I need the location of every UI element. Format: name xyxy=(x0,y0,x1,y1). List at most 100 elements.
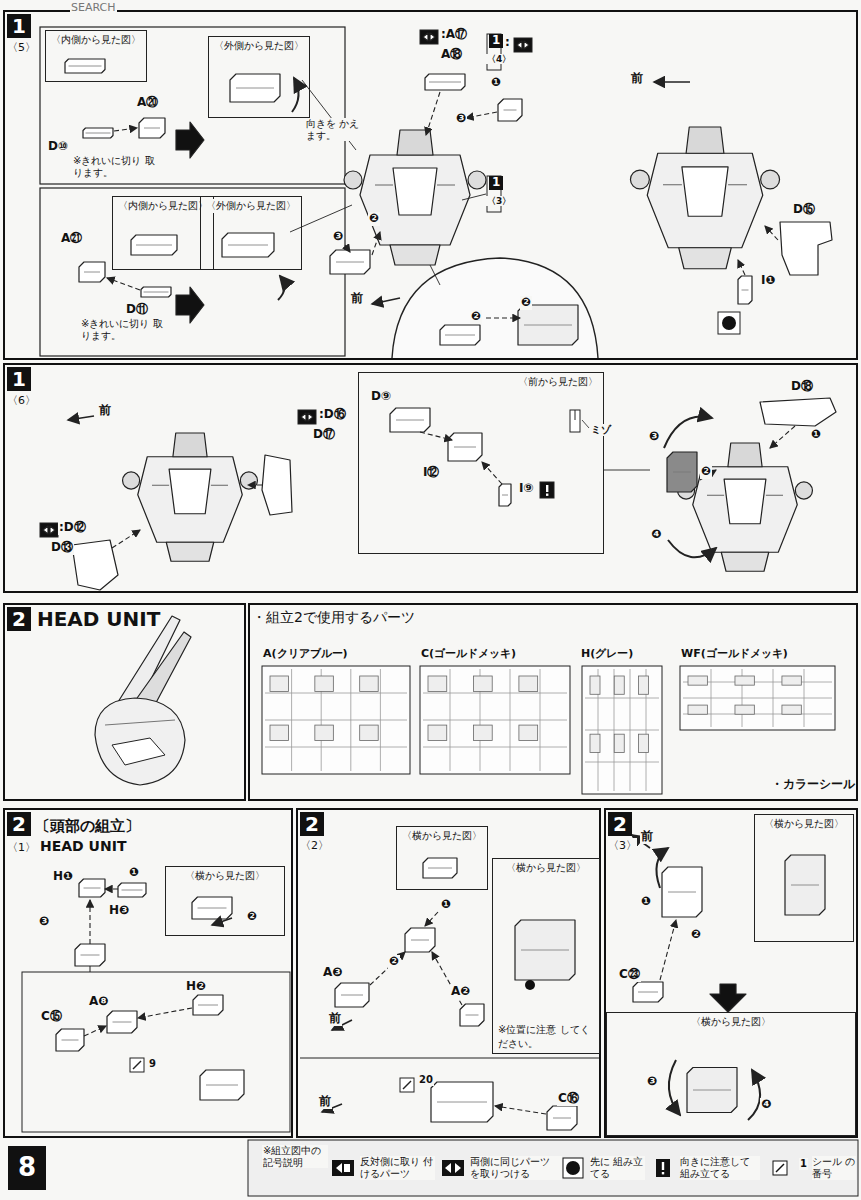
sticker-pen xyxy=(403,1081,411,1089)
dashed-arrow xyxy=(738,260,745,275)
part-illustration xyxy=(72,540,118,590)
sprue-frame xyxy=(582,666,662,794)
sprue-runner xyxy=(585,730,659,731)
legend-text: 両側に同じパーツ を取りつける xyxy=(470,1156,562,1180)
callout-label: ❶ xyxy=(640,895,652,909)
callout-label: D⑮ xyxy=(792,203,816,217)
part-detail xyxy=(553,1118,571,1119)
waist-illustration xyxy=(721,552,769,571)
part-detail xyxy=(742,290,749,291)
callout-label: ❸ xyxy=(455,112,467,126)
waist-illustration xyxy=(679,248,732,269)
chest-detail xyxy=(724,479,766,524)
head-illustration xyxy=(95,698,185,785)
separator-line xyxy=(300,1058,600,1059)
vent-line xyxy=(663,184,682,185)
view-box: 〈内側から見た図〉 xyxy=(45,30,147,82)
part-illustration xyxy=(79,262,105,282)
part-detail xyxy=(62,1040,79,1041)
callout-label: ❸ xyxy=(332,230,344,244)
pre-assembly-symbol xyxy=(718,312,740,334)
part-illustration xyxy=(56,1029,84,1051)
node-heading: 2 xyxy=(7,812,31,836)
view-box: 〈横から見た図〉※位置に注意 してください。 xyxy=(492,858,600,1054)
callout-label: :D⑫ xyxy=(58,521,87,535)
page-number-block xyxy=(8,1146,46,1190)
callout-label: ❶ xyxy=(490,76,502,90)
callout-label: ❶ xyxy=(440,898,452,912)
part-illustration xyxy=(687,1068,737,1113)
sprue-part xyxy=(315,725,334,740)
view-box: 〈横から見た図〉 xyxy=(754,814,854,942)
legend-symbol xyxy=(330,1156,358,1180)
part-illustration xyxy=(431,1082,493,1122)
part-detail xyxy=(84,272,100,273)
sprue-part xyxy=(473,676,492,691)
sprue-frame xyxy=(680,666,835,730)
step-panel: 2〈3〉〈横から見た図〉〈横から見た図〉 xyxy=(604,808,858,1138)
torso-illustration xyxy=(138,457,243,543)
part-illustration xyxy=(499,484,511,506)
part-illustration xyxy=(141,287,171,297)
side-symbol-mark xyxy=(517,41,522,49)
sprue-part xyxy=(473,725,492,740)
part-illustration xyxy=(131,235,177,255)
dashed-arrow xyxy=(107,278,140,290)
sprue-runner xyxy=(380,669,381,771)
sprue-runner xyxy=(630,669,631,791)
view-box: 〈前から見た図〉 xyxy=(358,372,604,554)
part-illustration xyxy=(230,74,280,102)
neck-illustration xyxy=(397,130,433,155)
part-illustration xyxy=(667,452,697,492)
side-symbol-frame xyxy=(298,410,316,424)
sprue-runner xyxy=(423,720,567,721)
legend-text: 反対側に取り 付けるパーツ xyxy=(360,1156,435,1180)
zoom-inset xyxy=(392,258,598,358)
chest-detail xyxy=(169,469,211,514)
callout-label: 前 xyxy=(318,1095,332,1109)
vent-line xyxy=(152,485,169,486)
dashed-arrow xyxy=(370,952,405,985)
sprue-runner xyxy=(585,762,659,763)
callout-label: ※組立図中の 記号説明 xyxy=(262,1145,328,1168)
shoulder-joint xyxy=(630,170,649,189)
callout-label: ❸ xyxy=(38,915,50,929)
symbol-frame xyxy=(563,1158,583,1178)
callout-label: C㉓ xyxy=(618,968,641,982)
sprue-part xyxy=(688,705,707,714)
callout-label: A⑱ xyxy=(440,48,463,62)
sprue-part xyxy=(360,676,379,691)
sprue-part xyxy=(315,676,334,691)
sprue-runner xyxy=(265,720,407,721)
legend-symbol xyxy=(440,1156,468,1180)
dashed-arrow xyxy=(660,920,676,980)
dashed-arrow xyxy=(426,92,440,135)
node-text: ※位置に注意 してください。 xyxy=(498,1023,594,1051)
part-illustration xyxy=(498,99,522,121)
node-heading: 1 xyxy=(7,14,31,38)
callout-label: ❷ xyxy=(368,212,380,226)
part-illustration xyxy=(448,433,482,461)
legend-text: 向きに注意して 組み立てる xyxy=(680,1156,760,1180)
part-illustration xyxy=(440,325,480,345)
side-symbol-frame xyxy=(514,38,532,52)
node-heading: 〈横から見た図〉 xyxy=(401,829,483,843)
neck-illustration xyxy=(728,443,762,467)
sub-step-frame xyxy=(40,188,345,356)
sub-step-frame xyxy=(40,27,345,184)
callout-label: ミゾ xyxy=(590,424,612,436)
vent-line xyxy=(211,485,228,486)
part-illustration xyxy=(118,883,146,897)
part-detail xyxy=(136,245,172,246)
vent-line xyxy=(766,495,783,496)
legend-entry: 向きに注意して 組み立てる xyxy=(650,1146,760,1190)
callout-label: ❹ xyxy=(760,1098,772,1112)
part-detail xyxy=(144,128,160,129)
symbol-frame xyxy=(332,1160,354,1176)
sprue-runner xyxy=(510,669,511,771)
part-illustration xyxy=(79,879,105,897)
caution-mark xyxy=(546,485,548,492)
side-symbol-frame xyxy=(40,523,58,537)
part-detail xyxy=(504,110,517,111)
